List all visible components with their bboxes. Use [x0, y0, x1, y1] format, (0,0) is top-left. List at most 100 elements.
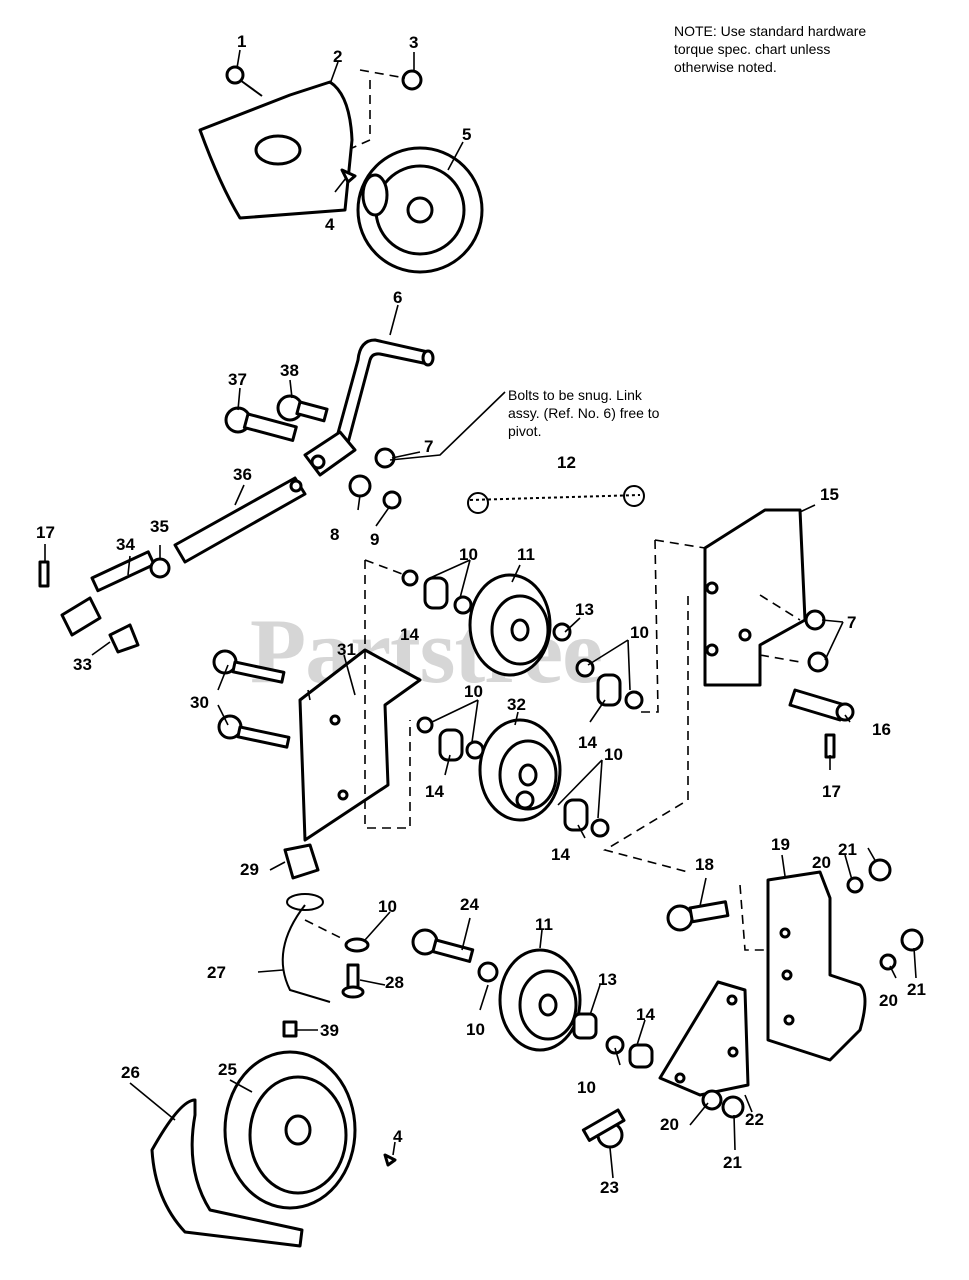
label-14e: 14 — [636, 1005, 655, 1024]
part-bolts-30 — [212, 649, 291, 749]
part-bearing-13b — [572, 1012, 598, 1040]
part-key-4b — [383, 1153, 397, 1167]
part-washer-10b — [477, 961, 499, 983]
part-spring — [467, 485, 645, 514]
label-25: 25 — [218, 1060, 237, 1079]
part-link-plate — [303, 430, 357, 477]
part-nut-7 — [374, 447, 396, 469]
callout-numbers: 1 2 3 4 5 6 37 38 7 8 9 36 34 35 17 33 1… — [36, 32, 926, 1197]
label-23: 23 — [600, 1178, 619, 1197]
label-20a: 20 — [812, 853, 831, 872]
part-threaded-rod — [60, 550, 156, 637]
label-36: 36 — [233, 465, 252, 484]
label-22: 22 — [745, 1110, 764, 1129]
part-bolt-1 — [225, 65, 263, 97]
label-8: 8 — [330, 525, 339, 544]
label-10g: 10 — [577, 1078, 596, 1097]
label-14d: 14 — [551, 845, 570, 864]
part-bracket-15 — [703, 508, 807, 687]
part-belt-26 — [150, 1098, 304, 1248]
part-pulley-11a — [468, 573, 552, 677]
label-37: 37 — [228, 370, 247, 389]
part-block-29 — [283, 843, 320, 880]
label-13b: 13 — [598, 970, 617, 989]
label-35: 35 — [150, 517, 169, 536]
label-10b: 10 — [630, 623, 649, 642]
part-pulley-11b — [498, 948, 582, 1052]
part-bolt-24 — [411, 928, 475, 963]
part-nut-3 — [401, 69, 423, 91]
label-17b: 17 — [822, 782, 841, 801]
part-spring-27 — [281, 893, 331, 1003]
assembly-lines — [304, 539, 801, 951]
part-bracket-22 — [658, 980, 750, 1097]
part-nut-8 — [348, 474, 372, 498]
label-11b: 11 — [535, 915, 553, 934]
label-4b: 4 — [393, 1127, 403, 1146]
label-21a: 21 — [838, 840, 857, 859]
label-17a: 17 — [36, 523, 55, 542]
label-14b: 14 — [578, 733, 597, 752]
part-pin-17b — [824, 733, 836, 759]
label-3: 3 — [409, 33, 418, 52]
label-13a: 13 — [575, 600, 594, 619]
part-pulley-25 — [223, 1050, 357, 1210]
label-10c: 10 — [464, 682, 483, 701]
leader-lines — [44, 49, 917, 1179]
part-nut-9 — [382, 490, 402, 510]
part-plate-31 — [298, 648, 422, 842]
label-6: 6 — [393, 288, 402, 307]
label-38: 38 — [280, 361, 299, 380]
label-19: 19 — [771, 835, 790, 854]
label-14a: 14 — [400, 625, 419, 644]
part-spacers — [401, 569, 644, 838]
part-spring-39 — [282, 1020, 298, 1038]
part-pin-33 — [108, 623, 140, 654]
label-21c: 21 — [723, 1153, 742, 1172]
part-pulley-upper — [356, 146, 484, 274]
bolt-callout-note: Bolts to be snug. Link assy. (Ref. No. 6… — [508, 387, 660, 439]
label-34: 34 — [116, 535, 135, 554]
label-4a: 4 — [325, 215, 335, 234]
label-10f: 10 — [466, 1020, 485, 1039]
part-pin-16 — [788, 688, 855, 722]
label-20b: 20 — [879, 991, 898, 1010]
label-29: 29 — [240, 860, 259, 879]
label-2: 2 — [333, 47, 342, 66]
part-bolt-37 — [224, 406, 298, 442]
label-27: 27 — [207, 963, 226, 982]
part-bolt-23 — [581, 1108, 626, 1149]
label-12: 12 — [557, 453, 576, 472]
part-bracket — [198, 80, 354, 220]
label-7b: 7 — [847, 613, 856, 632]
label-11a: 11 — [517, 545, 535, 564]
label-1: 1 — [237, 32, 246, 51]
label-32: 32 — [507, 695, 526, 714]
part-bolt-18 — [666, 900, 730, 932]
part-spacer-14 — [605, 1035, 654, 1069]
label-10e: 10 — [378, 897, 397, 916]
part-key-4 — [340, 168, 357, 184]
label-9: 9 — [370, 530, 379, 549]
part-nut-35 — [149, 557, 171, 579]
part-bolt-38 — [276, 394, 329, 423]
label-31: 31 — [337, 640, 356, 659]
label-18: 18 — [695, 855, 714, 874]
label-33: 33 — [73, 655, 92, 674]
part-pulley-32 — [478, 718, 562, 822]
label-16: 16 — [872, 720, 891, 739]
part-pin-17a — [38, 560, 50, 588]
label-10a: 10 — [459, 545, 478, 564]
part-washer-10 — [344, 937, 370, 953]
part-shaft — [173, 476, 307, 564]
part-bolt-28 — [341, 963, 365, 999]
label-15: 15 — [820, 485, 839, 504]
label-7a: 7 — [424, 437, 433, 456]
label-5: 5 — [462, 125, 471, 144]
label-14c: 14 — [425, 782, 444, 801]
label-20c: 20 — [660, 1115, 679, 1134]
label-10d: 10 — [604, 745, 623, 764]
label-24: 24 — [460, 895, 479, 914]
label-26: 26 — [121, 1063, 140, 1082]
